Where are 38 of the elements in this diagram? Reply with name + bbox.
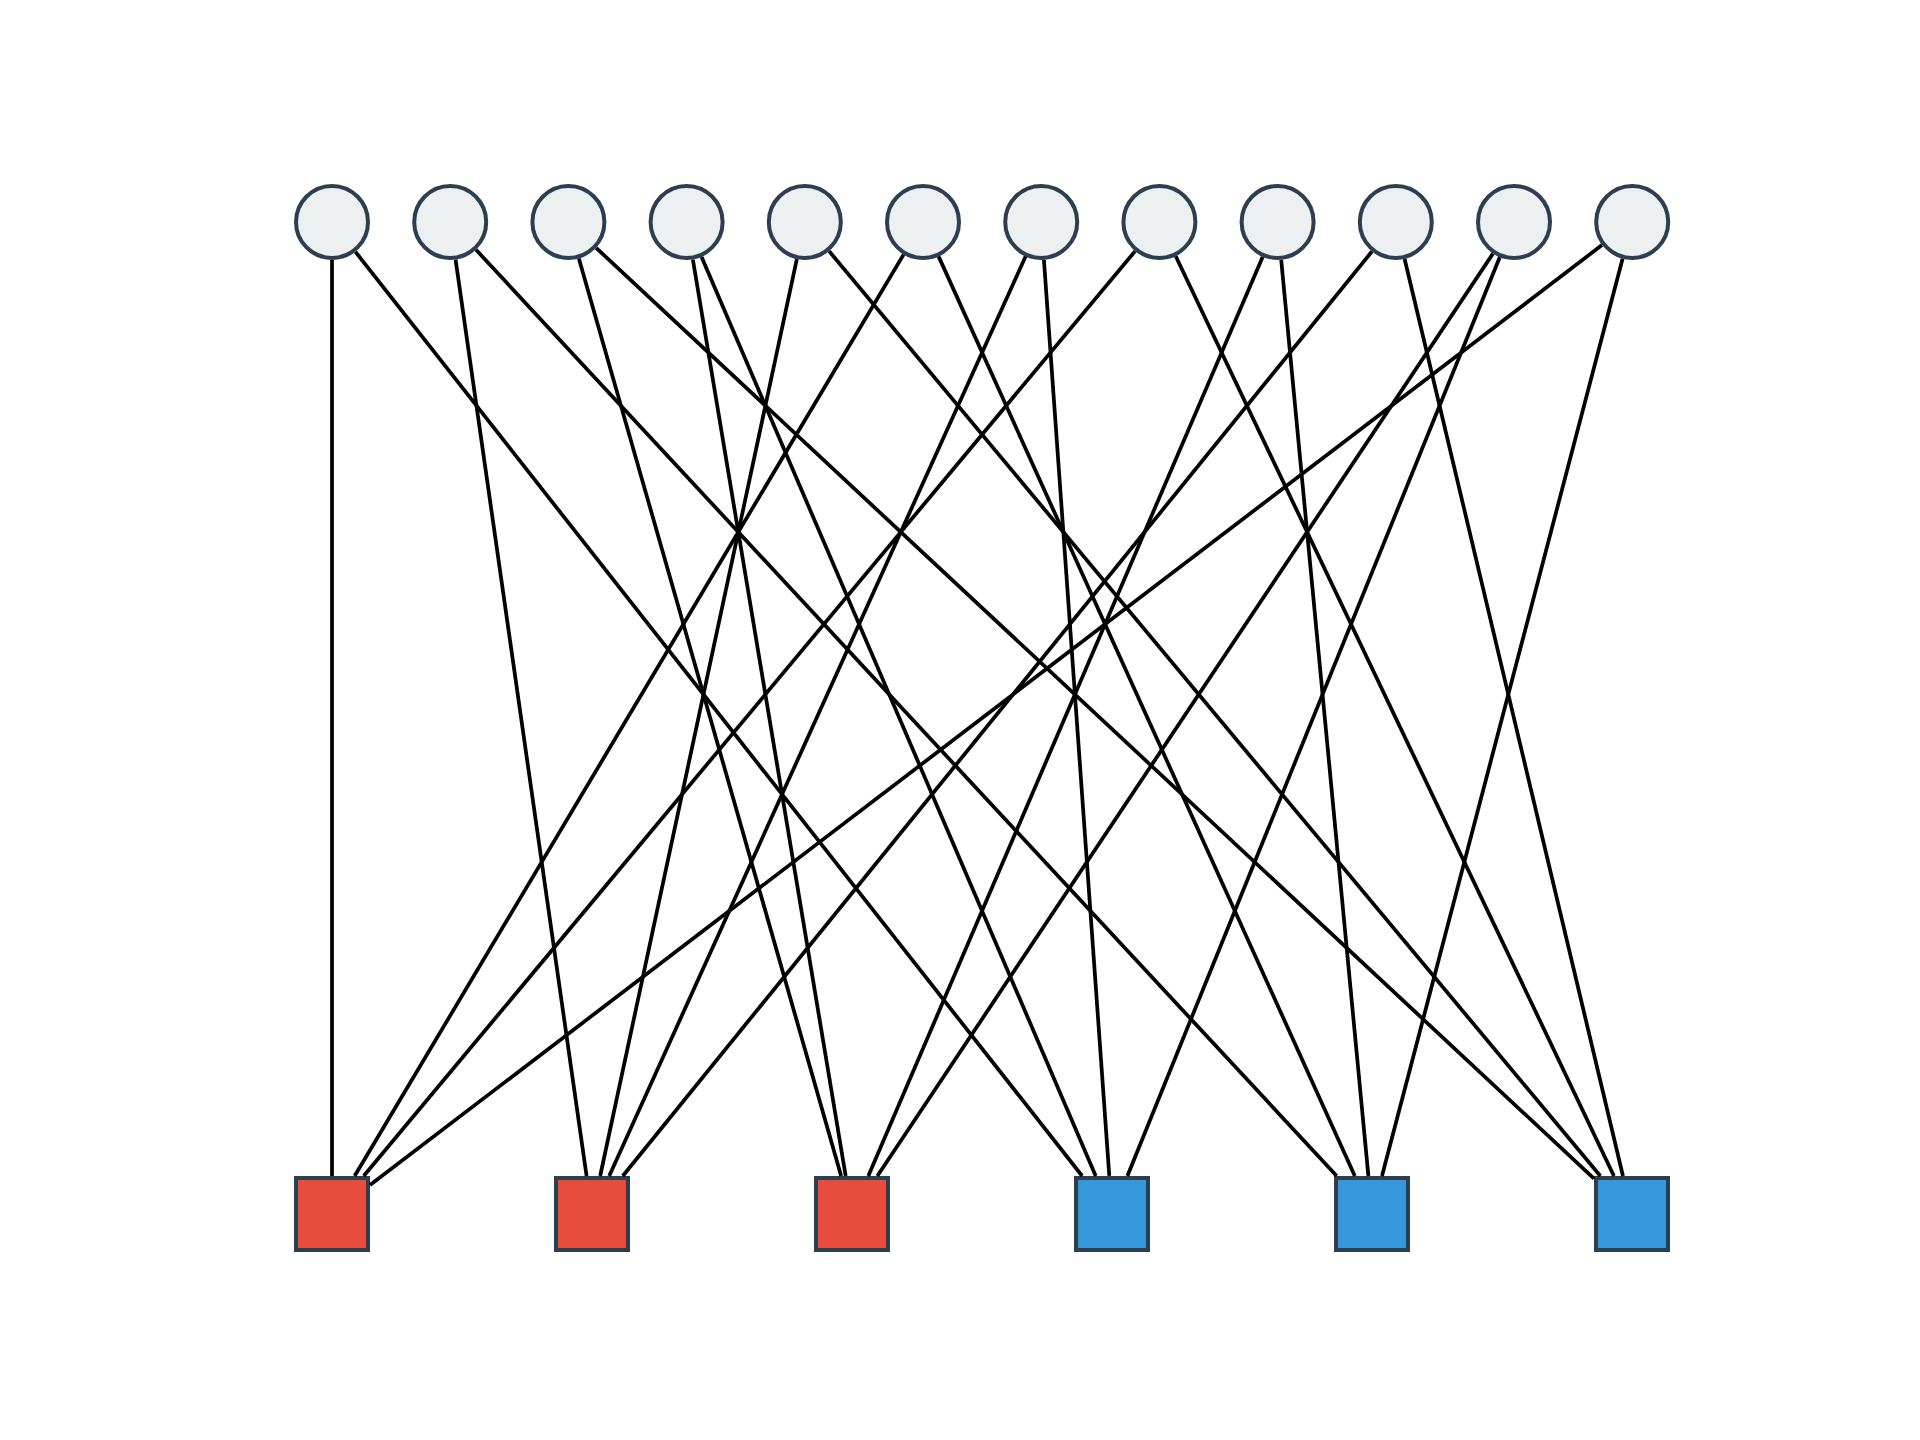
- edge-line: [474, 248, 1339, 1178]
- edge-line: [598, 258, 799, 1177]
- circle-node: [885, 184, 961, 260]
- circle-node: [412, 184, 489, 260]
- circle-node: [1121, 184, 1198, 260]
- edge-line: [937, 255, 1357, 1177]
- square-node: [554, 1176, 630, 1252]
- edge-line: [594, 246, 1596, 1180]
- edge-line: [353, 253, 906, 1177]
- edge-line: [875, 252, 1495, 1178]
- circle-node: [530, 184, 607, 260]
- circle-node: [766, 184, 843, 260]
- square-node: [1334, 1176, 1410, 1252]
- edge-line: [577, 258, 843, 1177]
- circle-node: [1239, 184, 1316, 260]
- circle-node: [1003, 184, 1080, 260]
- square-node: [814, 1176, 890, 1252]
- edge-line: [330, 260, 334, 1176]
- circle-node: [1357, 184, 1434, 260]
- edge-line: [621, 250, 1374, 1178]
- edge-line: [1174, 255, 1616, 1177]
- circle-node: [648, 184, 725, 260]
- edge-line: [827, 249, 1602, 1178]
- circle-node: [294, 184, 370, 260]
- edge-line: [866, 256, 1265, 1177]
- edge-line: [368, 243, 1604, 1187]
- edge-line: [1125, 256, 1502, 1177]
- edge-line: [607, 255, 1028, 1177]
- edge-line: [453, 259, 589, 1177]
- circle-node: [1476, 184, 1552, 260]
- edge-line: [1042, 259, 1112, 1177]
- edge-line: [699, 256, 1098, 1177]
- circle-node: [1594, 184, 1671, 260]
- edge-line: [1279, 259, 1371, 1177]
- square-node: [1594, 1176, 1670, 1252]
- square-node: [294, 1176, 370, 1252]
- square-node: [1074, 1176, 1150, 1252]
- edge-line: [691, 259, 848, 1177]
